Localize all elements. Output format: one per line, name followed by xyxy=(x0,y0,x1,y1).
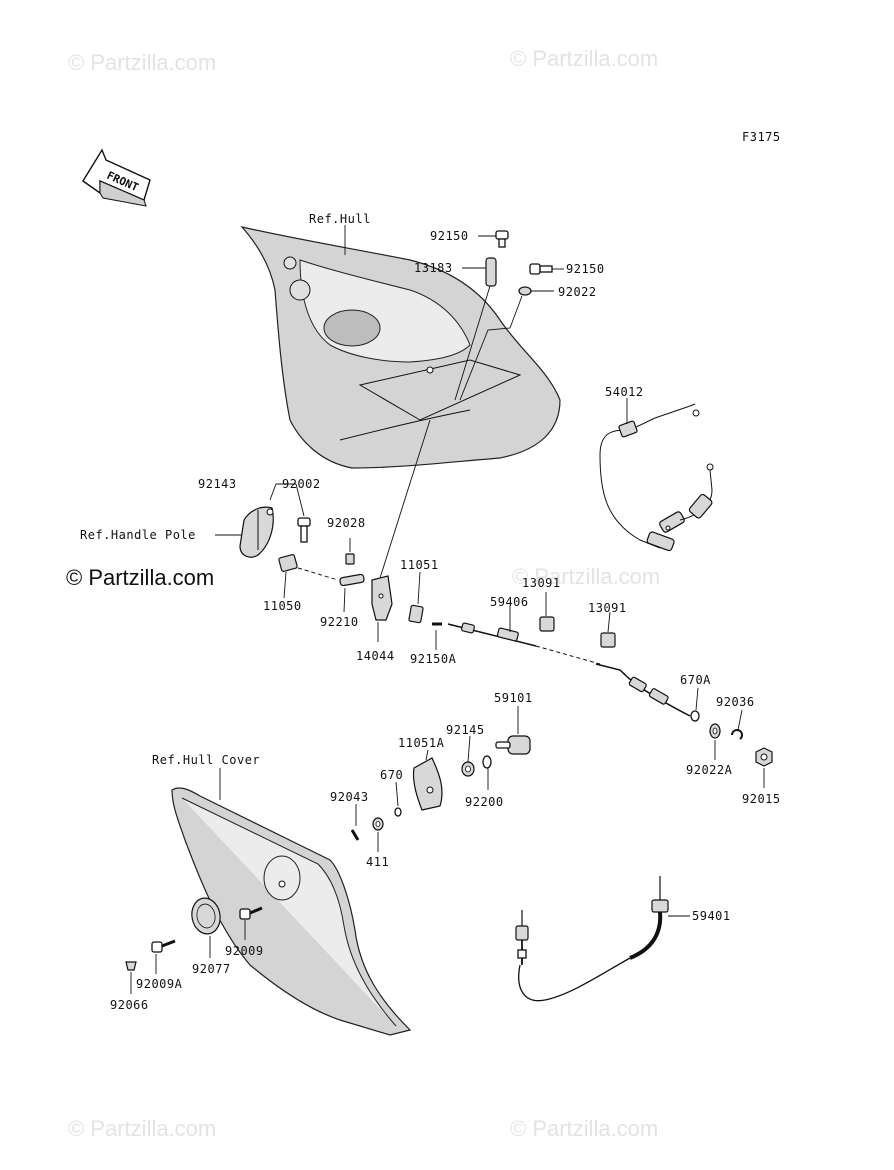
washer-92022A xyxy=(709,723,721,739)
cable-59406 xyxy=(447,622,537,647)
label-13183: 13183 xyxy=(414,261,453,275)
label-13091-a: 13091 xyxy=(522,576,561,590)
screw-92009 xyxy=(239,906,263,920)
bolt-92150-top xyxy=(495,230,509,248)
washer-92200 xyxy=(482,755,492,769)
figure-code: F3175 xyxy=(742,130,781,144)
label-59401: 59401 xyxy=(692,909,731,923)
label-54012: 54012 xyxy=(605,385,644,399)
label-14044: 14044 xyxy=(356,649,395,663)
watermarks: © Partzilla.com © Partzilla.com © Partzi… xyxy=(66,46,660,1141)
clip-13091-a xyxy=(539,616,555,632)
label-11050: 11050 xyxy=(263,599,302,613)
nut-92015 xyxy=(755,747,773,767)
circlip-92036 xyxy=(731,729,743,740)
label-92200: 92200 xyxy=(465,795,504,809)
pin-92043 xyxy=(350,829,360,841)
label-92022: 92022 xyxy=(558,285,597,299)
label-670: 670 xyxy=(380,768,403,782)
label-411: 411 xyxy=(366,855,389,869)
screw-92009A xyxy=(151,939,176,953)
label-92150A: 92150A xyxy=(410,652,457,666)
block-11050 xyxy=(278,554,298,572)
washer-92022 xyxy=(518,286,532,296)
label-92150-top: 92150 xyxy=(430,229,469,243)
label-92210: 92210 xyxy=(320,615,359,629)
watermark-mid-right: © Partzilla.com xyxy=(512,564,660,589)
label-92009: 92009 xyxy=(225,944,264,958)
link-92210 xyxy=(339,573,365,587)
ref-handle-pole-label: Ref.Handle Pole xyxy=(80,528,196,542)
hull-cover-illustration xyxy=(171,787,412,1036)
label-92015: 92015 xyxy=(742,792,781,806)
label-11051A: 11051A xyxy=(398,736,445,750)
nut-92028 xyxy=(345,553,355,565)
label-92036: 92036 xyxy=(716,695,755,709)
label-59101: 59101 xyxy=(494,691,533,705)
cable-54012 xyxy=(599,403,714,552)
bolt-92150-right xyxy=(529,263,553,275)
label-92150-right: 92150 xyxy=(566,262,605,276)
bracket-11051A xyxy=(412,757,443,811)
label-92066: 92066 xyxy=(110,998,149,1012)
ring-670A xyxy=(690,710,700,722)
washer-411 xyxy=(372,817,384,831)
label-13091-b: 13091 xyxy=(588,601,627,615)
watermark-mid-left: © Partzilla.com xyxy=(66,565,214,590)
label-92028: 92028 xyxy=(327,516,366,530)
bracket-11051 xyxy=(408,604,424,624)
label-59406: 59406 xyxy=(490,595,529,609)
lever-59101 xyxy=(495,735,531,755)
plate-13183 xyxy=(485,257,497,287)
watermark-bottom-right: © Partzilla.com xyxy=(510,1116,658,1141)
hull-illustration xyxy=(240,226,561,469)
watermark-bottom-left: © Partzilla.com xyxy=(68,1116,216,1141)
spacer-92145 xyxy=(461,761,475,777)
ring-670 xyxy=(394,807,402,817)
label-92043: 92043 xyxy=(330,790,369,804)
bracket-14044 xyxy=(371,575,393,621)
watermark-top-right: © Partzilla.com xyxy=(510,46,658,71)
cap-92077 xyxy=(191,897,221,935)
cable-59406-end xyxy=(595,663,691,717)
label-92077: 92077 xyxy=(192,962,231,976)
label-92009A: 92009A xyxy=(136,977,183,991)
label-670A: 670A xyxy=(680,673,711,687)
front-arrow-icon: FRONT xyxy=(82,148,151,207)
label-11051: 11051 xyxy=(400,558,439,572)
label-92022A: 92022A xyxy=(686,763,733,777)
watermark-top-left: © Partzilla.com xyxy=(68,50,216,75)
bolt-92002 xyxy=(297,517,311,543)
label-92002: 92002 xyxy=(282,477,321,491)
label-92143: 92143 xyxy=(198,477,237,491)
handle-pole-bracket xyxy=(239,506,274,558)
clip-13091-b xyxy=(600,632,616,648)
cable-59401 xyxy=(515,876,669,1002)
label-92145: 92145 xyxy=(446,723,485,737)
ref-hull-label: Ref.Hull xyxy=(309,212,371,226)
ref-hull-cover-label: Ref.Hull Cover xyxy=(152,753,260,767)
plug-92066 xyxy=(125,961,137,971)
